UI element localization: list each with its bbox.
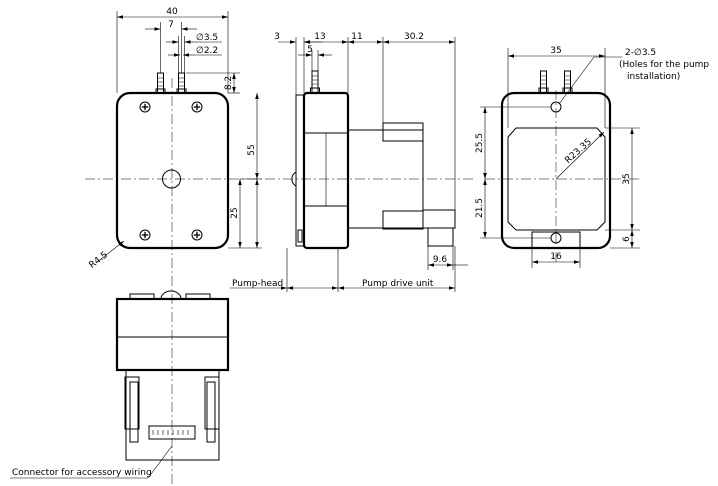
dim-corner-radius: R4.5 [88, 250, 110, 271]
screw-icon [139, 229, 151, 241]
screw-icon [191, 101, 203, 113]
dim-front-upper: 55 [247, 144, 257, 155]
center-port [162, 169, 181, 189]
rear-body [500, 91, 612, 250]
front-nozzle-left [155, 72, 166, 94]
front-nozzle-right [176, 72, 187, 94]
rear-slot [531, 231, 581, 248]
dim-front-lower: 25 [230, 207, 240, 218]
dim-nozzle-inner: ∅2.2 [196, 46, 218, 56]
label-connector: Connector for accessory wiring [12, 468, 152, 478]
side-view: 3 13 5 11 30.2 9.6 Pump-head Pump drive … [230, 32, 468, 292]
front-body [115, 91, 230, 250]
bottom-head [115, 297, 230, 372]
dim-nozzle-pitch: 7 [168, 20, 174, 30]
dim-rear-holes-note-1: (Holes for the pump [619, 60, 709, 70]
dim-rear-upper: 25.5 [475, 133, 485, 153]
dim-rear-height: 35 [622, 173, 632, 184]
dim-side-9-6: 9.6 [433, 255, 448, 265]
dim-side-30-2: 30.2 [404, 32, 424, 42]
side-plate [295, 94, 305, 247]
dim-rear-holes-note-2: installation) [627, 72, 680, 82]
bottom-view: Connector for accessory wiring [10, 290, 230, 479]
screw-icon [191, 229, 203, 241]
center-lines [85, 78, 640, 486]
screw-icon [139, 101, 151, 113]
dim-rear-holes: 2-∅3.5 [625, 48, 656, 58]
connector-icon [148, 425, 196, 440]
label-pump-drive-unit: Pump drive unit [362, 279, 434, 289]
dim-nozzle-outer: ∅3.5 [196, 33, 218, 43]
dim-rear-lower: 21.5 [475, 198, 485, 218]
dim-rear-slot: 16 [550, 252, 562, 262]
dim-side-11: 11 [351, 32, 362, 42]
dim-rear-bottom: 6 [622, 236, 632, 242]
label-pump-head: Pump-head [232, 279, 283, 289]
dim-rear-width: 35 [550, 46, 561, 56]
dim-side-13: 13 [314, 32, 325, 42]
rear-view: 35 2-∅3.5 (Holes for the pump installati… [475, 46, 709, 268]
side-drive-unit [347, 129, 424, 229]
dim-side-3: 3 [274, 32, 280, 42]
dim-rear-radius: R23.35 [563, 137, 593, 166]
side-connector [427, 227, 454, 247]
front-view: 40 7 ∅3.5 ∅2.2 8.2 55 25 R4.5 [88, 7, 262, 271]
rear-opening [507, 127, 606, 231]
dim-nozzle-height: 8.2 [224, 76, 234, 90]
dim-side-5: 5 [307, 45, 313, 55]
dim-front-width: 40 [166, 7, 178, 17]
